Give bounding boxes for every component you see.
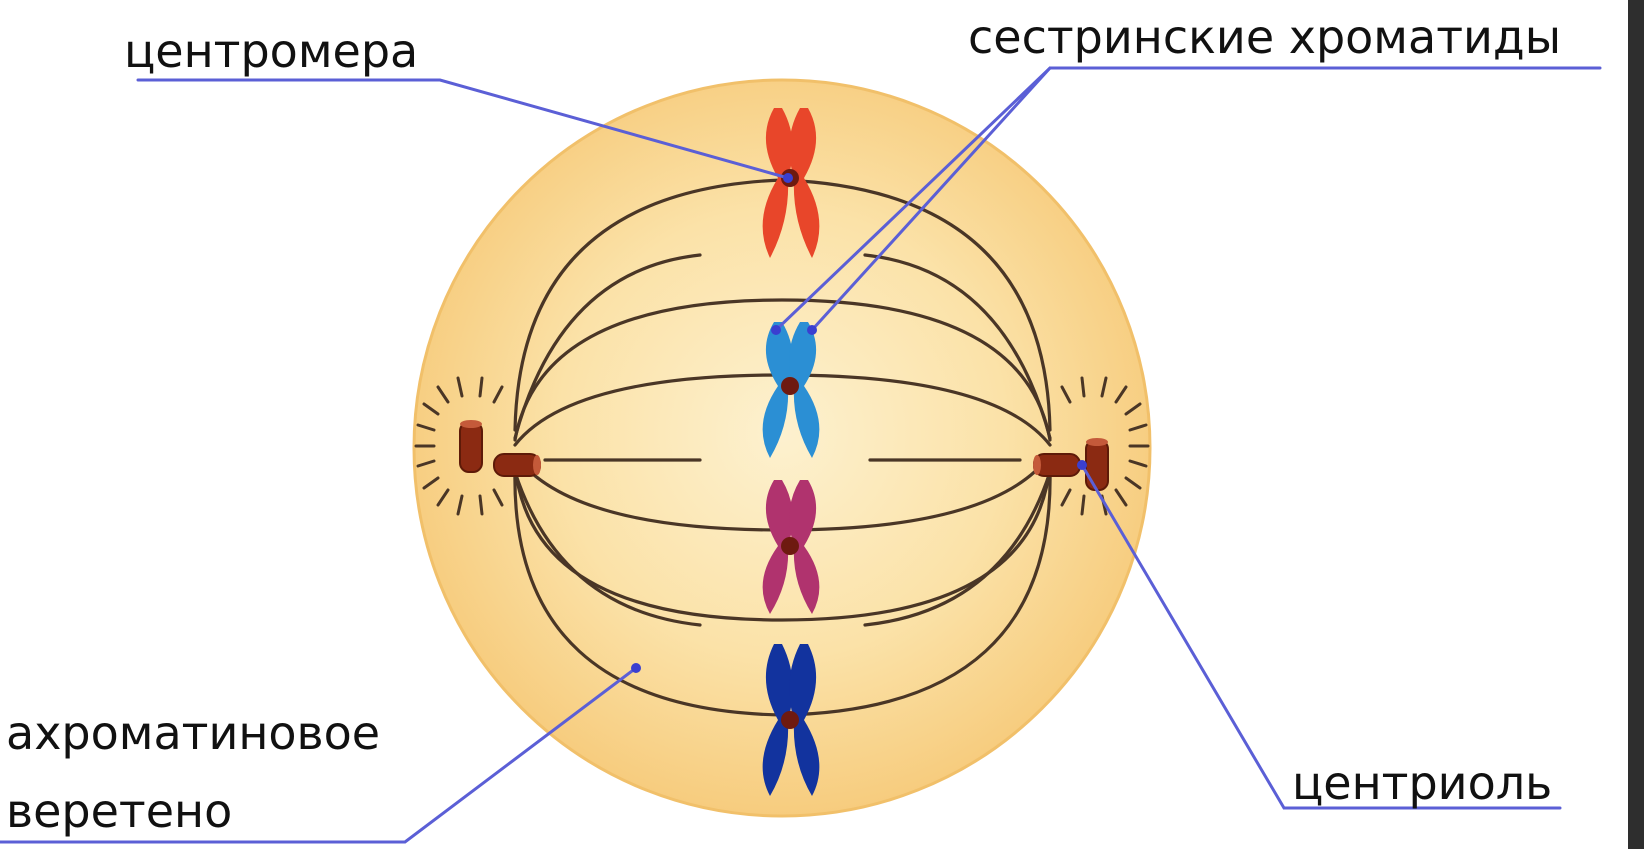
centromere-dot (781, 537, 799, 555)
centromere-dot (781, 711, 799, 729)
centromere-dot (781, 377, 799, 395)
label-centriole: центриоль (1292, 760, 1552, 806)
right-edge-bar (1628, 0, 1644, 849)
label-centromere: центромера (124, 28, 418, 74)
label-spindle-line1: ахроматиновое (6, 710, 380, 756)
label-sister-chromatids: сестринские хроматиды (968, 14, 1561, 60)
label-spindle-line2: веретено (6, 788, 232, 834)
